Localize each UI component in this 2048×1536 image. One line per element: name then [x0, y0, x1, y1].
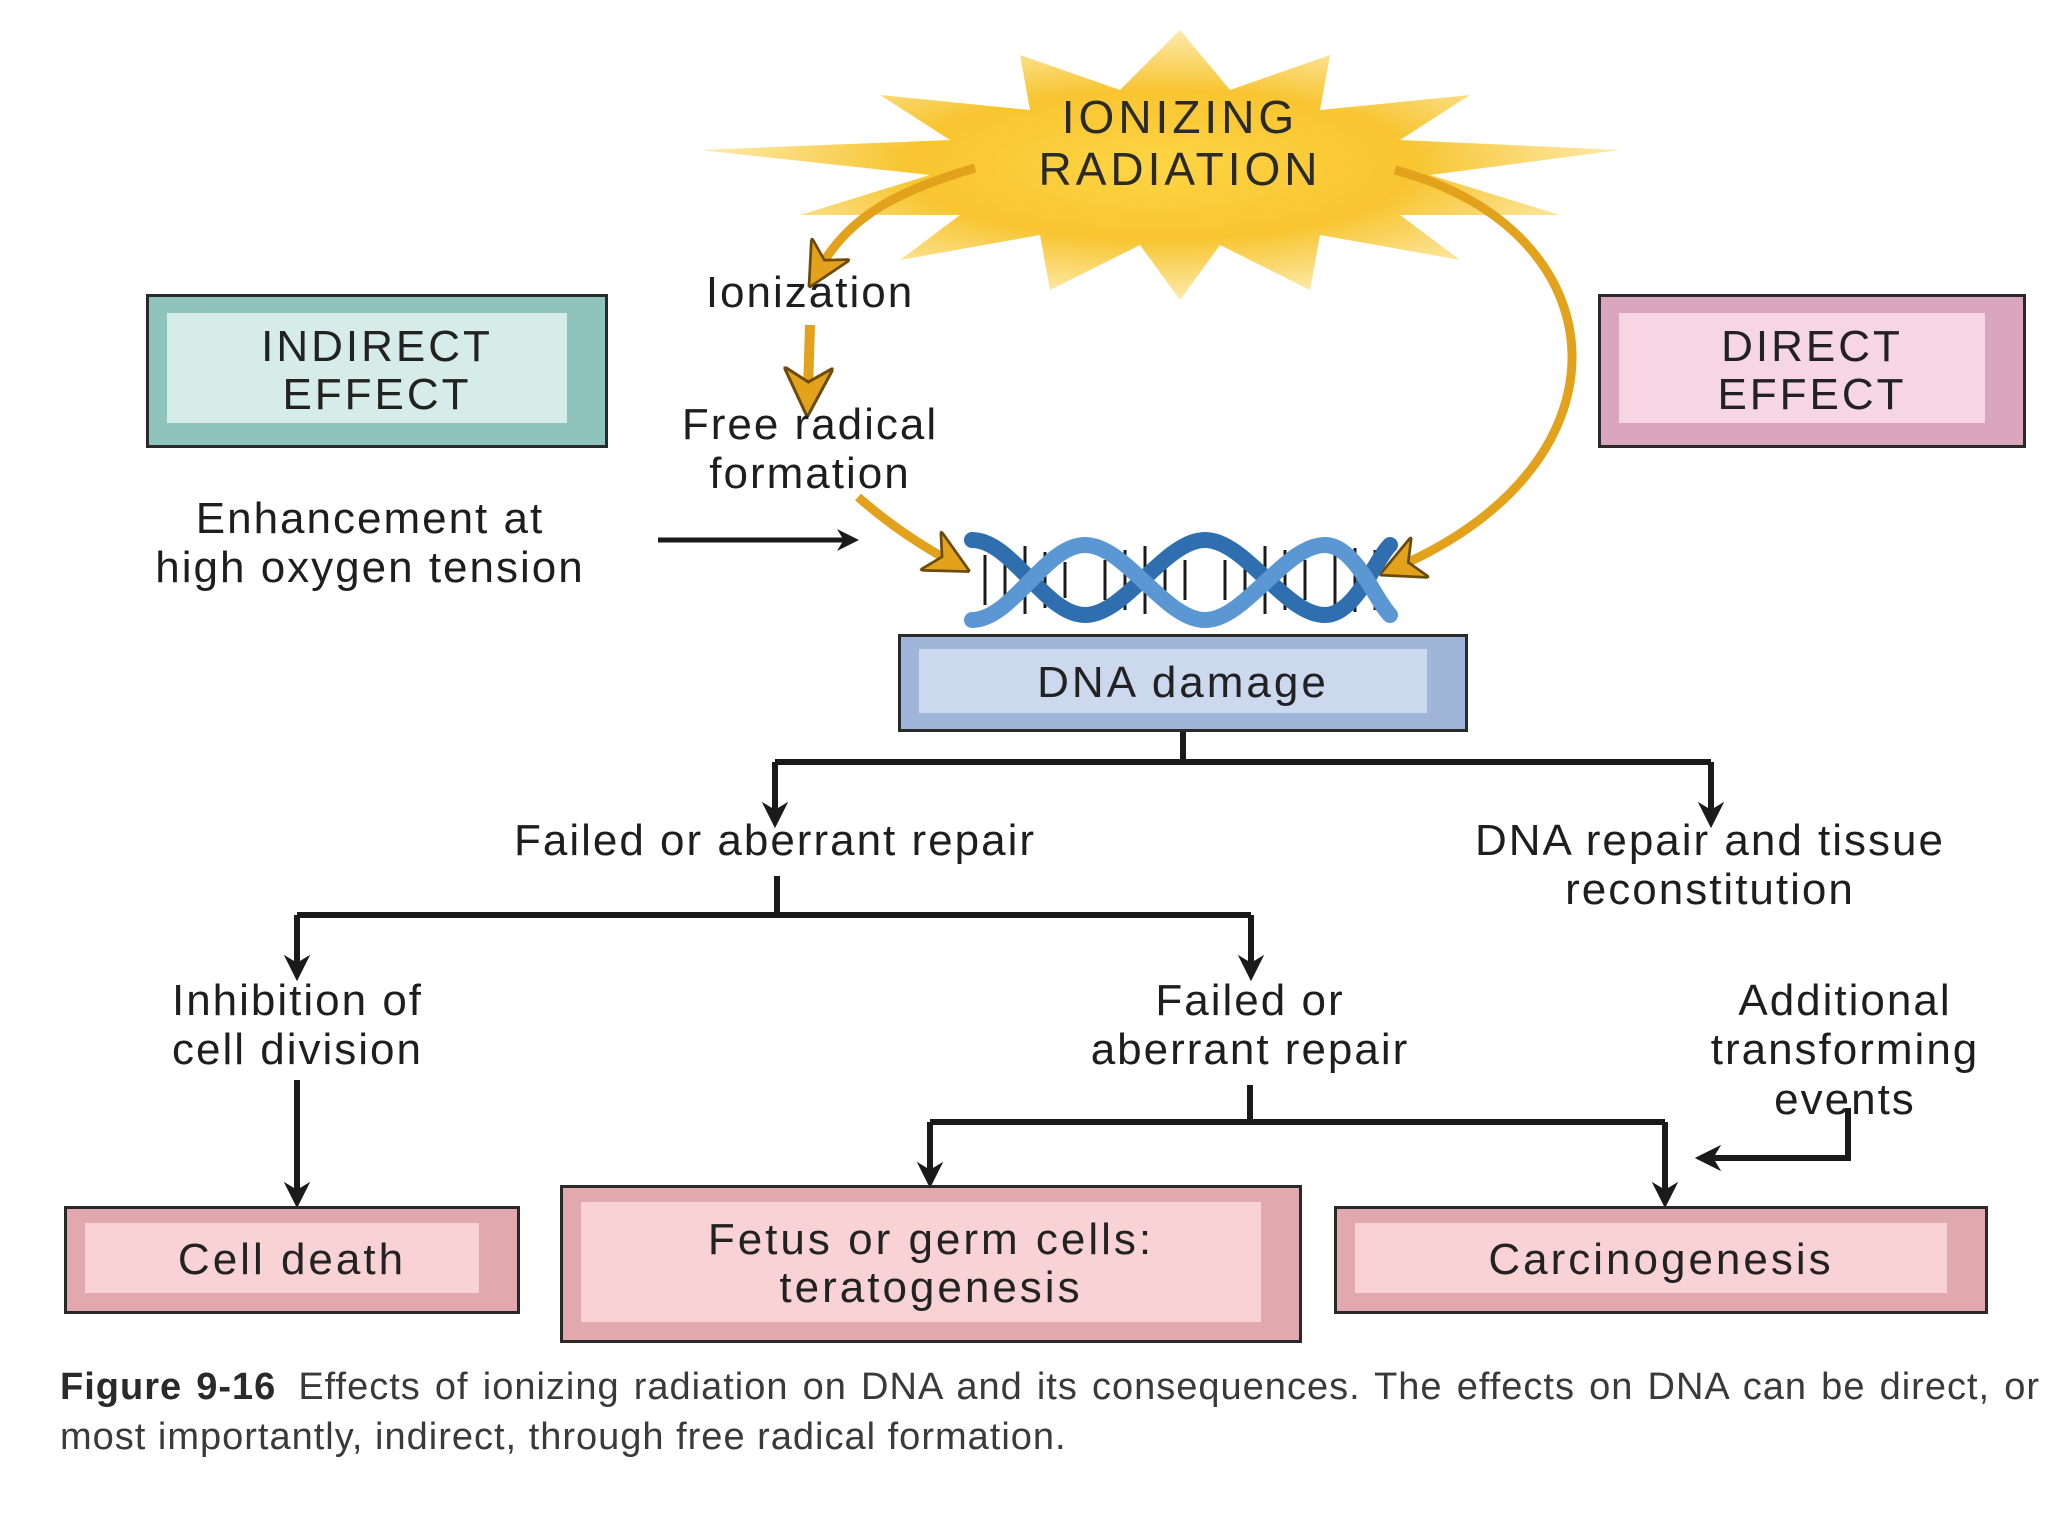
cell-death-label: Cell death — [177, 1234, 407, 1284]
figure-caption-text: Effects of ionizing radiation on DNA and… — [60, 1366, 2040, 1458]
arrow-free-radical-to-dna — [855, 493, 950, 561]
carcinogenesis-label: Carcinogenesis — [1488, 1234, 1834, 1284]
radiation-line2: RADIATION — [1038, 142, 1322, 195]
connector-failed-repair-mid-split — [930, 1085, 1665, 1125]
radiation-starburst — [700, 30, 1620, 300]
teratogenesis-box: Fetus or germ cells:teratogenesis — [560, 1185, 1302, 1343]
figure-label: Figure 9-16 — [60, 1366, 277, 1408]
dna-helix-icon — [964, 531, 1398, 629]
dna-repair-label: DNA repair and tissue reconstitution — [1475, 816, 1945, 915]
connector-additional-events — [1720, 1108, 1851, 1161]
arrow-radiation-to-ionization — [820, 163, 977, 268]
teratogenesis-label: Fetus or germ cells:teratogenesis — [707, 1214, 1155, 1312]
failed-repair-top-label: Failed or aberrant repair — [513, 816, 1036, 865]
inhibition-label: Inhibition of cell division — [171, 976, 424, 1075]
dna-damage-label: DNA damage — [1037, 657, 1329, 707]
arrow-radiation-to-dna-direct — [1395, 165, 1577, 566]
connector-failed-repair-split — [297, 876, 1251, 918]
additional-events-label: Additional transforming events — [1710, 976, 1980, 1124]
connector-dna-damage-split — [775, 732, 1711, 765]
radiation-source-label: IONIZING RADIATION — [960, 91, 1400, 195]
oxygen-enhancement-label: Enhancement at high oxygen tension — [155, 494, 585, 593]
ionization-label: Ionization — [705, 268, 915, 317]
failed-repair-mid-label: Failed or aberrant repair — [1090, 976, 1410, 1075]
cell-death-box: Cell death — [64, 1206, 520, 1314]
radiation-line1: IONIZING — [1061, 91, 1299, 143]
dna-damage-box: DNA damage — [898, 634, 1468, 732]
free-radical-label: Free radical formation — [681, 400, 939, 499]
carcinogenesis-box: Carcinogenesis — [1334, 1206, 1988, 1314]
arrow-ionization-to-free-radical — [808, 324, 810, 392]
